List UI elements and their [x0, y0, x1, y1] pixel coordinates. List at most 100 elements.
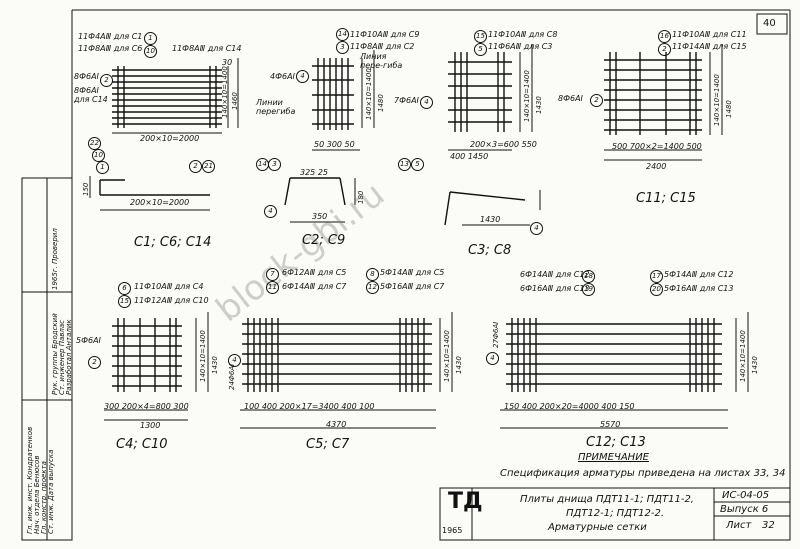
c1-marker-21: 21 — [202, 160, 215, 173]
c5-callout-2: 6Ф14АⅢ для С7 — [282, 282, 347, 291]
c1-dim-total: 1460 — [231, 92, 239, 110]
c4-marker-15: 15 — [118, 295, 131, 308]
c1-dim-length: 200×10=2000 — [140, 134, 200, 143]
c3-dim-height: 140×10=1400 — [523, 70, 531, 122]
c3-marker-13: 13 — [398, 158, 411, 171]
c3-dim-sub: 400 1450 — [450, 152, 489, 161]
c3-marker-5: 5 — [474, 43, 487, 56]
title-block-line1: Плиты днища ПДТ11-1; ПДТ11-2, — [520, 494, 694, 505]
c2-marker-4: 4 — [296, 70, 309, 83]
c5-callout-3: 5Ф14АⅢ для С5 — [380, 268, 445, 277]
c11-title: С11; С15 — [636, 191, 696, 206]
c5-dim-height: 140×10=1400 — [443, 330, 451, 382]
c12-marker-20: 20 — [650, 283, 663, 296]
c2-callout-2: 11Ф8АⅢ для С2 — [350, 42, 415, 51]
c5-dim-total-w: 4370 — [326, 420, 347, 429]
c5-callout-4: 5Ф16АⅢ для С7 — [380, 282, 445, 291]
c1-marker-2: 2 — [100, 74, 113, 87]
c4-marker-6: 6 — [118, 282, 131, 295]
stamp-line-4: Ст. инж. Дата выпуска — [47, 449, 55, 534]
c1-title: С1; С6; С14 — [134, 235, 212, 250]
c2-marker-3: 3 — [336, 41, 349, 54]
c4-marker-2: 2 — [88, 356, 101, 369]
title-block-logo: ТД — [448, 489, 483, 514]
c2-marker-14: 14 — [336, 28, 349, 41]
c2-lines-label-2: Линия пере-гиба — [360, 52, 403, 70]
c5-marker-7: 7 — [266, 268, 279, 281]
c11-dim-total-w: 2400 — [646, 162, 667, 171]
title-block-sheet-label: Лист — [726, 520, 752, 531]
c2-section-top: 325 25 — [300, 168, 328, 177]
c3-marker-15: 15 — [474, 30, 487, 43]
c2-callout-1: 11Ф10АⅢ для С9 — [350, 30, 420, 39]
c2-section-w: 350 — [312, 212, 328, 221]
c3-marker-5b: 5 — [411, 158, 424, 171]
c5-dim-bottom: 100 400 200×17=3400 400 100 — [244, 402, 375, 411]
c1-callout-left-1: 8Ф6АⅠ — [74, 72, 99, 81]
c5-marker-8: 8 — [366, 268, 379, 281]
c1-section-dim: 200×10=2000 — [130, 198, 190, 207]
c11-marker-2: 2 — [658, 43, 671, 56]
c4-title: С4; С10 — [116, 437, 168, 452]
c12-callout-1: 6Ф14АⅢ для С12 — [520, 270, 590, 279]
c4-dim-total-w: 1300 — [140, 421, 161, 430]
c1-marker-2b: 2 — [189, 160, 202, 173]
title-block-year: 1965 — [442, 526, 463, 535]
c12-callout-4: 5Ф16АⅢ для С13 — [664, 284, 734, 293]
c1-callout-1: 11Ф4АⅢ для С1 — [78, 32, 143, 41]
c12-dim-bottom: 150 400 200×20=4000 400 150 — [504, 402, 635, 411]
c12-marker-4: 4 — [486, 352, 499, 365]
c12-callout-2: 6Ф16АⅢ для С13 — [520, 284, 590, 293]
note-text: Спецификация арматуры приведена на листа… — [500, 468, 786, 479]
c1-marker-1b: 1 — [96, 161, 109, 174]
c12-dim-total-w: 5570 — [600, 420, 621, 429]
c3-callout-left: 7Ф6АⅠ — [394, 96, 419, 105]
sheet-number: 40 — [763, 18, 776, 29]
c12-marker-18: 18 — [582, 270, 595, 283]
c1-marker-10: 10 — [144, 45, 157, 58]
c11-dim-height: 140×10=1400 — [713, 74, 721, 126]
c3-callout-2: 11Ф6АⅢ для С3 — [488, 42, 553, 51]
c1-dim-top: 30 — [222, 58, 233, 67]
c11-callout-left: 8Ф6АⅠ — [558, 94, 583, 103]
title-block-line3: Арматурные сетки — [548, 522, 647, 533]
c1-callout-2: 11Ф8АⅢ для С6 — [78, 44, 143, 53]
c12-callout-3: 5Ф14АⅢ для С12 — [664, 270, 734, 279]
c4-callout-2: 11Ф12АⅢ для С10 — [134, 296, 209, 305]
title-block-code: ИС-04-05 — [722, 490, 770, 501]
c11-marker-2b: 2 — [590, 94, 603, 107]
c4-dim-bottom: 300 200×4=800 300 — [104, 402, 189, 411]
c2-marker-4b: 4 — [264, 205, 277, 218]
c1-callout-3: 11Ф8АⅢ для С14 — [172, 44, 242, 53]
c2-callout-left: 4Ф6АⅠ — [270, 72, 295, 81]
c5-callout-1: 6Ф12АⅢ для С5 — [282, 268, 347, 277]
c1-section-h: 150 — [82, 182, 90, 196]
c1-marker-1: 1 — [144, 32, 157, 45]
c5-marker-11: 11 — [266, 281, 279, 294]
c5-marker-12: 12 — [366, 281, 379, 294]
c1-callout-left-2: 8Ф6АⅠ для С14 — [74, 86, 108, 104]
c2-marker-3b: 3 — [268, 158, 281, 171]
c11-callout-2: 11Ф14АⅢ для С15 — [672, 42, 747, 51]
c12-title: С12; С13 — [586, 435, 646, 450]
note-heading: ПРИМЕЧАНИЕ — [578, 452, 649, 463]
c5-marker-4: 4 — [228, 354, 241, 367]
c2-lines-label: Линии перегиба — [256, 98, 296, 116]
stamp-line-7: Разработал Анталик — [65, 319, 73, 395]
c4-callout-1: 11Ф10АⅢ для С4 — [134, 282, 204, 291]
c2-section-h: 180 — [357, 190, 365, 204]
c5-dim-total: 1430 — [455, 356, 463, 374]
c3-dim-total: 1430 — [535, 96, 543, 114]
c2-dim-height: 140×10=1400 — [365, 68, 373, 120]
c12-dim-total: 1430 — [751, 356, 759, 374]
c4-callout-left: 5Ф6АⅠ — [76, 336, 101, 345]
c4-dim-total: 1430 — [211, 356, 219, 374]
c5-title: С5; С7 — [306, 437, 350, 452]
c3-dim-bottom: 200×3=600 550 — [470, 140, 537, 149]
c3-callout-1: 11Ф10АⅢ для С8 — [488, 30, 558, 39]
c3-title: С3; С8 — [468, 243, 512, 258]
c11-marker-16: 16 — [658, 30, 671, 43]
title-block-line2: ПДТ12-1; ПДТ12-2. — [566, 508, 664, 519]
c3-marker-4: 4 — [420, 96, 433, 109]
